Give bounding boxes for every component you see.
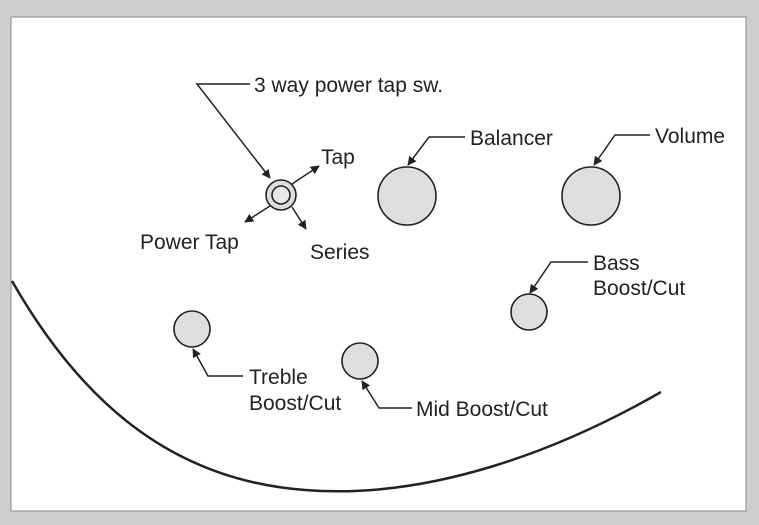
bass-knob [510,293,548,331]
series-label: Series [310,241,370,264]
balancer-callout-line [407,136,465,166]
switch-label: 3 way power tap sw. [254,74,443,97]
guitar-body-outline [10,280,662,493]
mid-label: Mid Boost/Cut [416,398,548,421]
volume-callout-line [593,134,650,166]
mid-callout-line [361,380,412,409]
diagram-panel [10,16,747,512]
treble-callout-line [192,348,243,377]
series-arrow [291,206,307,230]
tap-label: Tap [321,146,355,169]
three-way-switch [265,179,297,211]
power-tap-arrow [244,205,271,223]
balancer-knob [377,166,437,226]
bass-callout-line [529,261,588,294]
volume-label: Volume [655,125,725,148]
bass-label-line1: Bass [593,252,640,275]
bass-label-line2: Boost/Cut [593,277,685,300]
volume-knob [561,166,621,226]
balancer-label: Balancer [470,127,553,150]
treble-label-line2: Boost/Cut [249,392,341,415]
switch-callout-line [195,83,271,179]
tap-arrow [291,165,320,185]
mid-knob [341,342,379,380]
treble-knob [173,310,211,348]
power-tap-label: Power Tap [140,231,239,254]
treble-label-line1: Treble [249,366,308,389]
